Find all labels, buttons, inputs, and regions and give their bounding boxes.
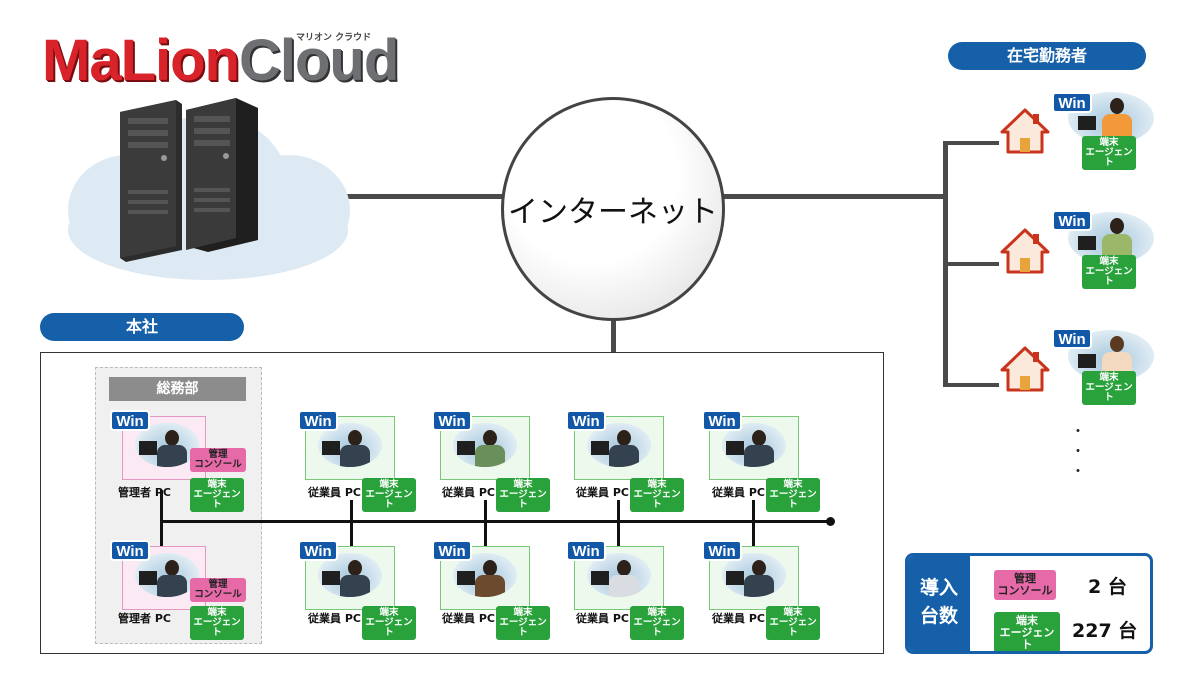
employee-pc-label: 従業員 PC — [576, 486, 629, 499]
more-workers-ellipsis: ・ ・ ・ — [1071, 424, 1085, 480]
logo-kana: マリオン クラウド — [296, 33, 372, 43]
remote-workers-title: 在宅勤務者 — [948, 42, 1146, 70]
employee-pc-label: 従業員 PC — [442, 486, 495, 499]
employee-pc-card — [440, 546, 530, 610]
win-badge: Win — [1052, 92, 1092, 113]
agent-tag: 端末 エージェント — [630, 478, 684, 512]
admin-pc-label: 管理者 PC — [118, 612, 171, 625]
employee-photo-icon — [722, 553, 786, 597]
internet-label: インターネット — [508, 195, 718, 230]
summary-agent-count: 227 台 — [1072, 620, 1138, 642]
remote-branch-1 — [943, 141, 999, 145]
house-icon — [1000, 346, 1050, 392]
summary-console-count: 2 台 — [1088, 576, 1127, 598]
server-right-icon — [186, 98, 258, 252]
win-badge: Win — [432, 410, 472, 431]
agent-tag: 端末 エージェント — [766, 606, 820, 640]
server-internet-line — [330, 194, 502, 199]
win-badge: Win — [566, 410, 606, 431]
house-icon — [1000, 108, 1050, 154]
server-left-icon — [120, 100, 182, 262]
internet-hq-line — [611, 318, 616, 354]
agent-tag: 端末 エージェント — [1082, 255, 1136, 289]
employee-pc-label: 従業員 PC — [308, 612, 361, 625]
employee-pc-label: 従業員 PC — [442, 612, 495, 625]
win-badge: Win — [566, 540, 606, 561]
lan-col4-vertical — [752, 500, 755, 548]
win-badge: Win — [298, 410, 338, 431]
cloud-servers-illustration — [68, 98, 350, 280]
employee-pc-label: 従業員 PC — [576, 612, 629, 625]
admin-console-tag: 管理 コンソール — [190, 578, 246, 602]
agent-tag: 端末 エージェント — [496, 478, 550, 512]
admin-console-tag: 管理 コンソール — [190, 448, 246, 472]
win-badge: Win — [298, 540, 338, 561]
agent-tag: 端末 エージェント — [496, 606, 550, 640]
internet-remote-line — [724, 194, 946, 199]
win-badge: Win — [1052, 210, 1092, 231]
agent-tag: 端末 エージェント — [362, 606, 416, 640]
win-badge: Win — [110, 540, 150, 561]
employee-photo-icon — [453, 423, 517, 467]
employee-pc-label: 従業員 PC — [712, 612, 765, 625]
house-icon — [1000, 228, 1050, 274]
agent-tag: 端末 エージェント — [190, 606, 244, 640]
win-badge: Win — [110, 410, 150, 431]
lan-bus-endpoint — [826, 517, 835, 526]
employee-pc-card — [574, 546, 664, 610]
summary-console-tag: 管理 コンソール — [994, 570, 1056, 600]
install-count-summary: 導入 台数 管理 コンソール 2 台 端末 エージェント 227 台 — [905, 553, 1153, 654]
employee-pc-card — [709, 546, 799, 610]
hq-title: 本社 — [40, 313, 244, 341]
remote-branch-2 — [943, 262, 999, 266]
summary-agent-tag: 端末 エージェント — [994, 612, 1060, 651]
admin-pc-label: 管理者 PC — [118, 486, 171, 499]
win-badge: Win — [702, 410, 742, 431]
agent-tag: 端末 エージェント — [630, 606, 684, 640]
lan-bus-line — [160, 520, 830, 523]
agent-tag: 端末 エージェント — [766, 478, 820, 512]
lan-col2-vertical — [484, 500, 487, 548]
summary-title: 導入 台数 — [908, 556, 970, 651]
win-badge: Win — [432, 540, 472, 561]
lan-col1-vertical — [350, 500, 353, 548]
agent-tag: 端末 エージェント — [190, 478, 244, 512]
general-affairs-title: 総務部 — [109, 377, 246, 401]
agent-tag: 端末 エージェント — [362, 478, 416, 512]
internet-node: インターネット — [501, 97, 725, 321]
agent-tag: 端末 エージェント — [1082, 136, 1136, 170]
employee-pc-label: 従業員 PC — [712, 486, 765, 499]
lan-col3-vertical — [617, 500, 620, 548]
win-badge: Win — [702, 540, 742, 561]
agent-tag: 端末 エージェント — [1082, 371, 1136, 405]
win-badge: Win — [1052, 328, 1092, 349]
lan-admin-vertical — [160, 490, 163, 550]
malion-cloud-logo: MaLionCloud — [42, 28, 399, 93]
remote-branch-3 — [943, 383, 999, 387]
employee-pc-label: 従業員 PC — [308, 486, 361, 499]
